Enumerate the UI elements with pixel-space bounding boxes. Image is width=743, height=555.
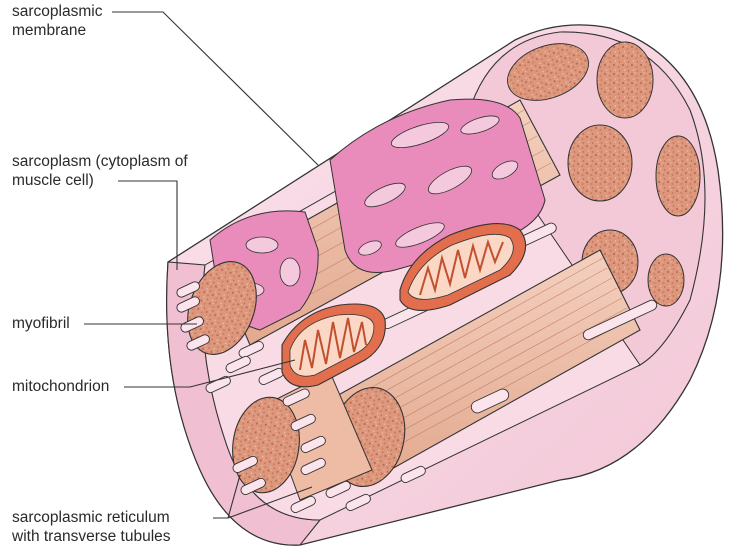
end-myofibril-2 [597,42,653,118]
end-myofibril-6 [648,254,684,306]
label-mitochondrion: mitochondrion [12,377,109,396]
end-myofibril-3 [568,125,632,201]
label-sarcoplasmic-reticulum-line2: with transverse tubules [12,527,171,546]
label-sarcoplasmic-membrane: sarcoplasmic membrane [12,2,102,40]
label-sarcoplasmic-reticulum-line1: sarcoplasmic reticulum [12,508,171,527]
label-sarcoplasmic-membrane-line2: membrane [12,21,102,40]
label-sarcoplasm: sarcoplasm (cytoplasm of muscle cell) [12,152,188,190]
label-sarcoplasm-line2: muscle cell) [12,171,188,190]
leader-sarcoplasmic-membrane [112,12,318,165]
leader-sarcoplasm [118,181,177,270]
label-myofibril: myofibril [12,314,70,333]
label-sarcoplasmic-membrane-line1: sarcoplasmic [12,2,102,21]
label-sarcoplasmic-reticulum: sarcoplasmic reticulum with transverse t… [12,508,171,546]
label-sarcoplasm-line1: sarcoplasm (cytoplasm of [12,152,188,171]
end-myofibril-4 [656,136,700,216]
